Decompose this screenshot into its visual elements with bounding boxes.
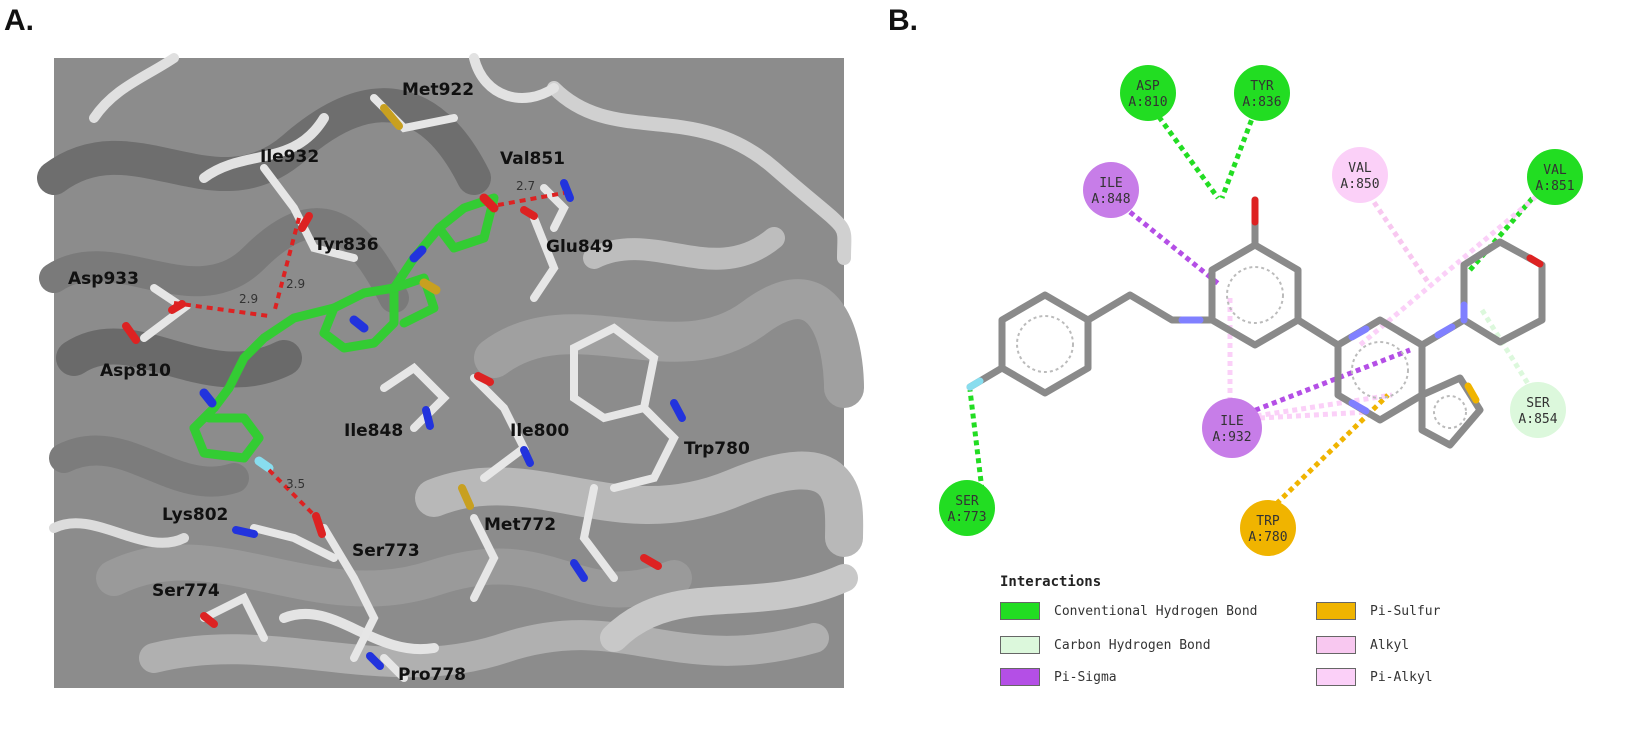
label-ile800: Ile800: [510, 421, 569, 441]
ligand-heteroatoms: [199, 193, 499, 473]
legend-item-pi-sigma: Pi-Sigma: [1000, 668, 1117, 686]
node-tyr836-id: A:836: [1242, 95, 1281, 110]
legend-item-carbon-hbond: Carbon Hydrogen Bond: [1000, 636, 1211, 654]
legend-label: Pi-Sulfur: [1370, 603, 1441, 619]
node-ile848-id: A:848: [1091, 192, 1130, 207]
panel-a-label: A.: [4, 4, 34, 37]
hbond-dashes: [173, 191, 565, 525]
node-val851: VAL A:851: [1527, 149, 1583, 205]
panel-b-label: B.: [888, 4, 918, 37]
node-ser854: SER A:854: [1510, 382, 1566, 438]
node-trp780-id: A:780: [1248, 530, 1287, 545]
legend-item-alkyl: Alkyl: [1316, 636, 1409, 654]
label-met772: Met772: [484, 515, 556, 535]
legend-title: Interactions: [1000, 574, 1102, 590]
node-tyr836: TYR A:836: [1234, 65, 1290, 121]
node-ser773-name: SER: [955, 494, 979, 509]
label-pro778: Pro778: [398, 665, 466, 685]
interaction-2d-diagram: ASP A:810 TYR A:836 ILE A:848 VAL A:850 …: [939, 50, 1620, 590]
label-ser773: Ser773: [352, 541, 420, 561]
ligand-2d-heteroatoms: [966, 196, 1544, 415]
label-ser774: Ser774: [152, 581, 220, 601]
legend-item-pi-sulfur: Pi-Sulfur: [1316, 602, 1440, 620]
protein-ribbons: [37, 53, 864, 678]
label-glu849: Glu849: [546, 237, 613, 257]
node-ile932-name: ILE: [1220, 414, 1243, 429]
distance-tyr836: 2.9: [286, 277, 305, 291]
label-val851: Val851: [500, 149, 565, 169]
legend-swatch: [1000, 602, 1040, 620]
legend-swatch: [1316, 668, 1356, 686]
interaction-2d-svg: ASP A:810 TYR A:836 ILE A:848 VAL A:850 …: [939, 65, 1583, 556]
legend-swatch: [1316, 636, 1356, 654]
node-ile932: ILE A:932: [1202, 398, 1262, 458]
label-lys802: Lys802: [162, 505, 228, 525]
residue-labels: Met922 Ile932 Val851 Glu849 Tyr836 Asp93…: [68, 80, 750, 685]
node-ile932-id: A:932: [1212, 430, 1251, 445]
node-val851-name: VAL: [1543, 163, 1567, 178]
label-met922: Met922: [402, 80, 474, 100]
legend-label: Carbon Hydrogen Bond: [1054, 637, 1211, 653]
node-ile848-name: ILE: [1099, 176, 1122, 191]
node-val850: VAL A:850: [1332, 147, 1388, 203]
distance-val851: 2.7: [516, 179, 535, 193]
distance-ser773: 3.5: [286, 477, 305, 491]
label-ile932: Ile932: [260, 147, 319, 167]
legend-swatch: [1000, 636, 1040, 654]
legend-item-pi-alkyl: Pi-Alkyl: [1316, 668, 1433, 686]
node-ser773: SER A:773: [939, 480, 995, 536]
node-val850-name: VAL: [1348, 161, 1372, 176]
interactions-legend: Interactions Conventional Hydrogen Bond …: [998, 574, 1618, 724]
legend-label: Pi-Alkyl: [1370, 669, 1433, 685]
legend-swatch: [1316, 602, 1356, 620]
node-ser773-id: A:773: [947, 510, 986, 525]
node-asp810: ASP A:810: [1120, 65, 1176, 121]
node-ser854-name: SER: [1526, 396, 1550, 411]
legend-swatch: [1000, 668, 1040, 686]
label-trp780: Trp780: [684, 439, 750, 459]
docking-3d-view: 2.7 2.9 2.9 3.5 Met922 Ile932 Val851 Glu…: [37, 53, 864, 688]
legend-item-conventional-hbond: Conventional Hydrogen Bond: [1000, 602, 1258, 620]
label-asp933: Asp933: [68, 269, 139, 289]
docking-3d-svg: 2.7 2.9 2.9 3.5 Met922 Ile932 Val851 Glu…: [37, 53, 864, 685]
legend-label: Conventional Hydrogen Bond: [1054, 603, 1258, 619]
label-asp810: Asp810: [100, 361, 171, 381]
node-ser854-id: A:854: [1518, 412, 1557, 427]
distance-asp810: 2.9: [239, 292, 258, 306]
aromatic-rings: [1016, 266, 1467, 429]
residue-atoms: [122, 104, 686, 670]
residue-sticks: [140, 94, 679, 682]
node-tyr836-name: TYR: [1250, 79, 1274, 94]
label-tyr836: Tyr836: [314, 235, 379, 255]
node-trp780-name: TRP: [1256, 514, 1280, 529]
node-asp810-name: ASP: [1136, 79, 1160, 94]
node-trp780: TRP A:780: [1240, 500, 1296, 556]
node-val851-id: A:851: [1535, 179, 1574, 194]
legend-label: Pi-Sigma: [1054, 669, 1117, 685]
node-val850-id: A:850: [1340, 177, 1379, 192]
label-ile848: Ile848: [344, 421, 403, 441]
legend-label: Alkyl: [1370, 637, 1410, 653]
node-ile848: ILE A:848: [1083, 162, 1139, 218]
node-asp810-id: A:810: [1128, 95, 1167, 110]
